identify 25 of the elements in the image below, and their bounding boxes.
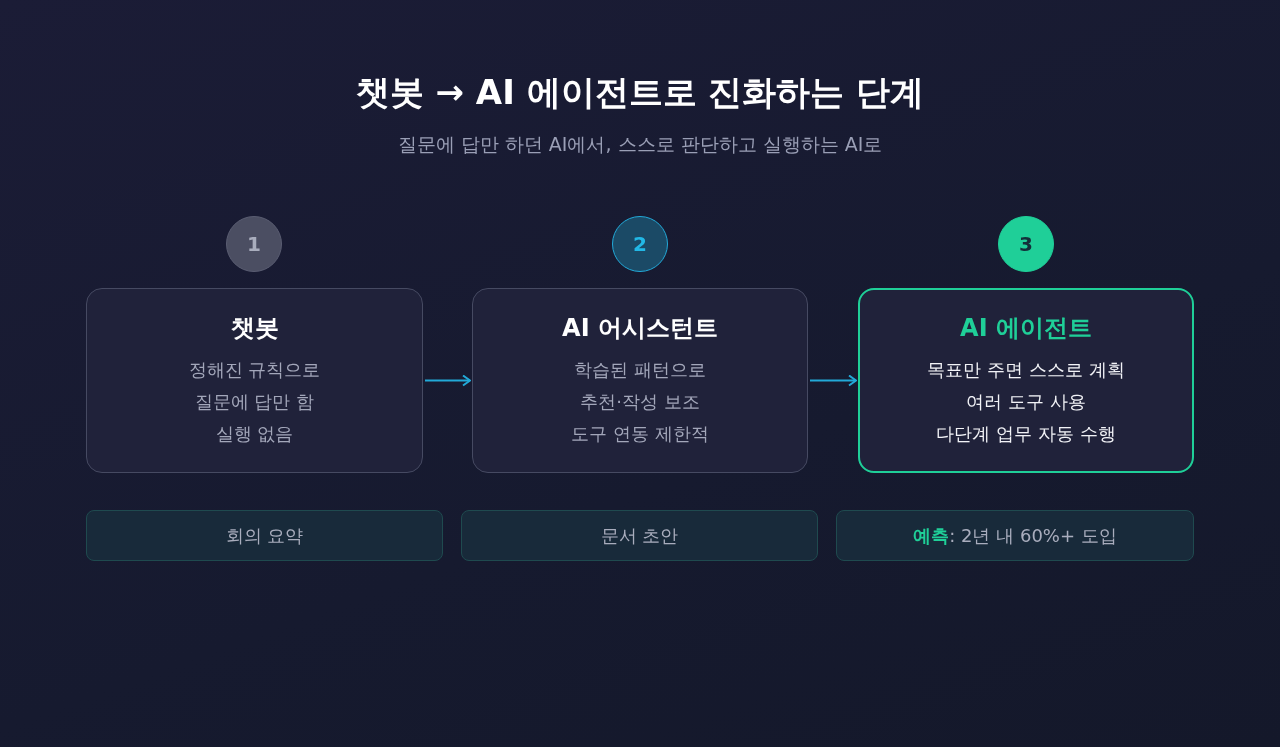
- stage-card: [858, 288, 1194, 473]
- stage-description: 여러 도구 사용: [966, 389, 1086, 414]
- stage-description: 도구 연동 제한적: [571, 421, 709, 446]
- diagram-title: 챗봇 → AI 에이전트로 진화하는 단계: [355, 71, 925, 114]
- stage-description: 정해진 규칙으로: [188, 357, 321, 382]
- diagram-subtitle: 질문에 답만 하던 AI에서, 스스로 판단하고 실행하는 AI로: [397, 132, 883, 157]
- step-number-circle: 2: [612, 216, 668, 272]
- stage-card: [472, 288, 808, 473]
- stage-title: 챗봇: [230, 312, 279, 344]
- arrow: [424, 374, 471, 387]
- stage-description: 목표만 주면 스스로 계획: [927, 357, 1125, 382]
- stage-description: 다단계 업무 자동 수행: [936, 421, 1116, 446]
- example-note: 문서 초안: [461, 510, 818, 561]
- step-number-circle: 1: [226, 216, 282, 272]
- arrow: [809, 374, 857, 387]
- step-number-circle: 3: [998, 216, 1054, 272]
- stage-description: 학습된 패턴으로: [574, 357, 706, 382]
- stage-card: [86, 288, 423, 473]
- stage-description: 실행 없음: [215, 421, 294, 446]
- stage-description: 추천·작성 보조: [580, 389, 700, 414]
- stage-title: AI 어시스턴트: [562, 312, 718, 344]
- stage-title: AI 에이전트: [960, 312, 1092, 344]
- stage-description: 질문에 답만 함: [194, 389, 315, 414]
- example-note: 예측: 2년 내 60%+ 도입: [836, 510, 1194, 561]
- example-note: 회의 요약: [86, 510, 443, 561]
